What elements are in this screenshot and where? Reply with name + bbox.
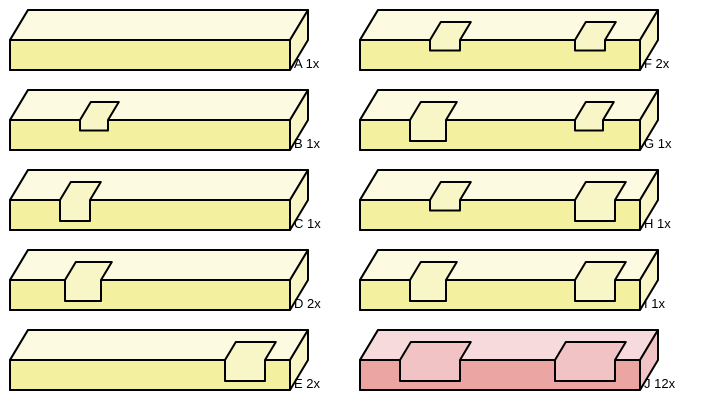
piece-label: A 1x (294, 56, 320, 71)
right-end-face (289, 89, 309, 151)
right-end-face (639, 89, 659, 151)
piece-f: F 2x (359, 9, 670, 71)
notch-1 (399, 341, 472, 382)
notch-2 (574, 261, 627, 302)
piece-label: I 1x (644, 296, 665, 311)
piece-label: B 1x (294, 136, 321, 151)
notch-2 (554, 341, 627, 382)
left-column: A 1x B 1x C 1x D 2x E 2x (9, 9, 321, 391)
right-end-face (639, 169, 659, 231)
right-end-face (289, 9, 309, 71)
top-face (9, 9, 309, 41)
piece-h: H 1x (359, 169, 671, 231)
notch-1 (409, 101, 458, 142)
right-end-face (639, 329, 659, 391)
front-face (9, 279, 291, 311)
notch-1 (59, 181, 102, 222)
piece-a: A 1x (9, 9, 320, 71)
notch-2 (574, 101, 615, 132)
piece-label: H 1x (644, 216, 671, 231)
top-face (359, 89, 659, 121)
piece-b: B 1x (9, 89, 321, 151)
piece-g: G 1x (359, 89, 672, 151)
notch-1 (224, 341, 277, 382)
piece-j: J 12x (359, 329, 676, 391)
piece-d: D 2x (9, 249, 321, 311)
right-end-face (639, 249, 659, 311)
right-end-face (289, 329, 309, 391)
notch-1 (79, 101, 120, 132)
piece-label: J 12x (644, 376, 676, 391)
top-face (9, 89, 309, 121)
piece-label: C 1x (294, 216, 321, 231)
front-face (9, 119, 291, 151)
piece-label: G 1x (644, 136, 672, 151)
front-face (9, 39, 291, 71)
notch-1 (429, 181, 472, 212)
piece-e: E 2x (9, 329, 321, 391)
piece-i: I 1x (359, 249, 665, 311)
notch-2 (574, 21, 617, 52)
top-face (9, 249, 309, 281)
right-end-face (639, 9, 659, 71)
notch-1 (64, 261, 113, 302)
right-end-face (289, 169, 309, 231)
right-end-face (289, 249, 309, 311)
front-face (9, 199, 291, 231)
piece-c: C 1x (9, 169, 321, 231)
right-column: F 2x G 1x H 1x I 1x J 12x (359, 9, 676, 391)
notch-1 (429, 21, 472, 52)
top-face (9, 169, 309, 201)
notch-2 (574, 181, 627, 222)
piece-label: F 2x (644, 56, 670, 71)
piece-label: D 2x (294, 296, 321, 311)
piece-label: E 2x (294, 376, 321, 391)
notch-1 (409, 261, 458, 302)
